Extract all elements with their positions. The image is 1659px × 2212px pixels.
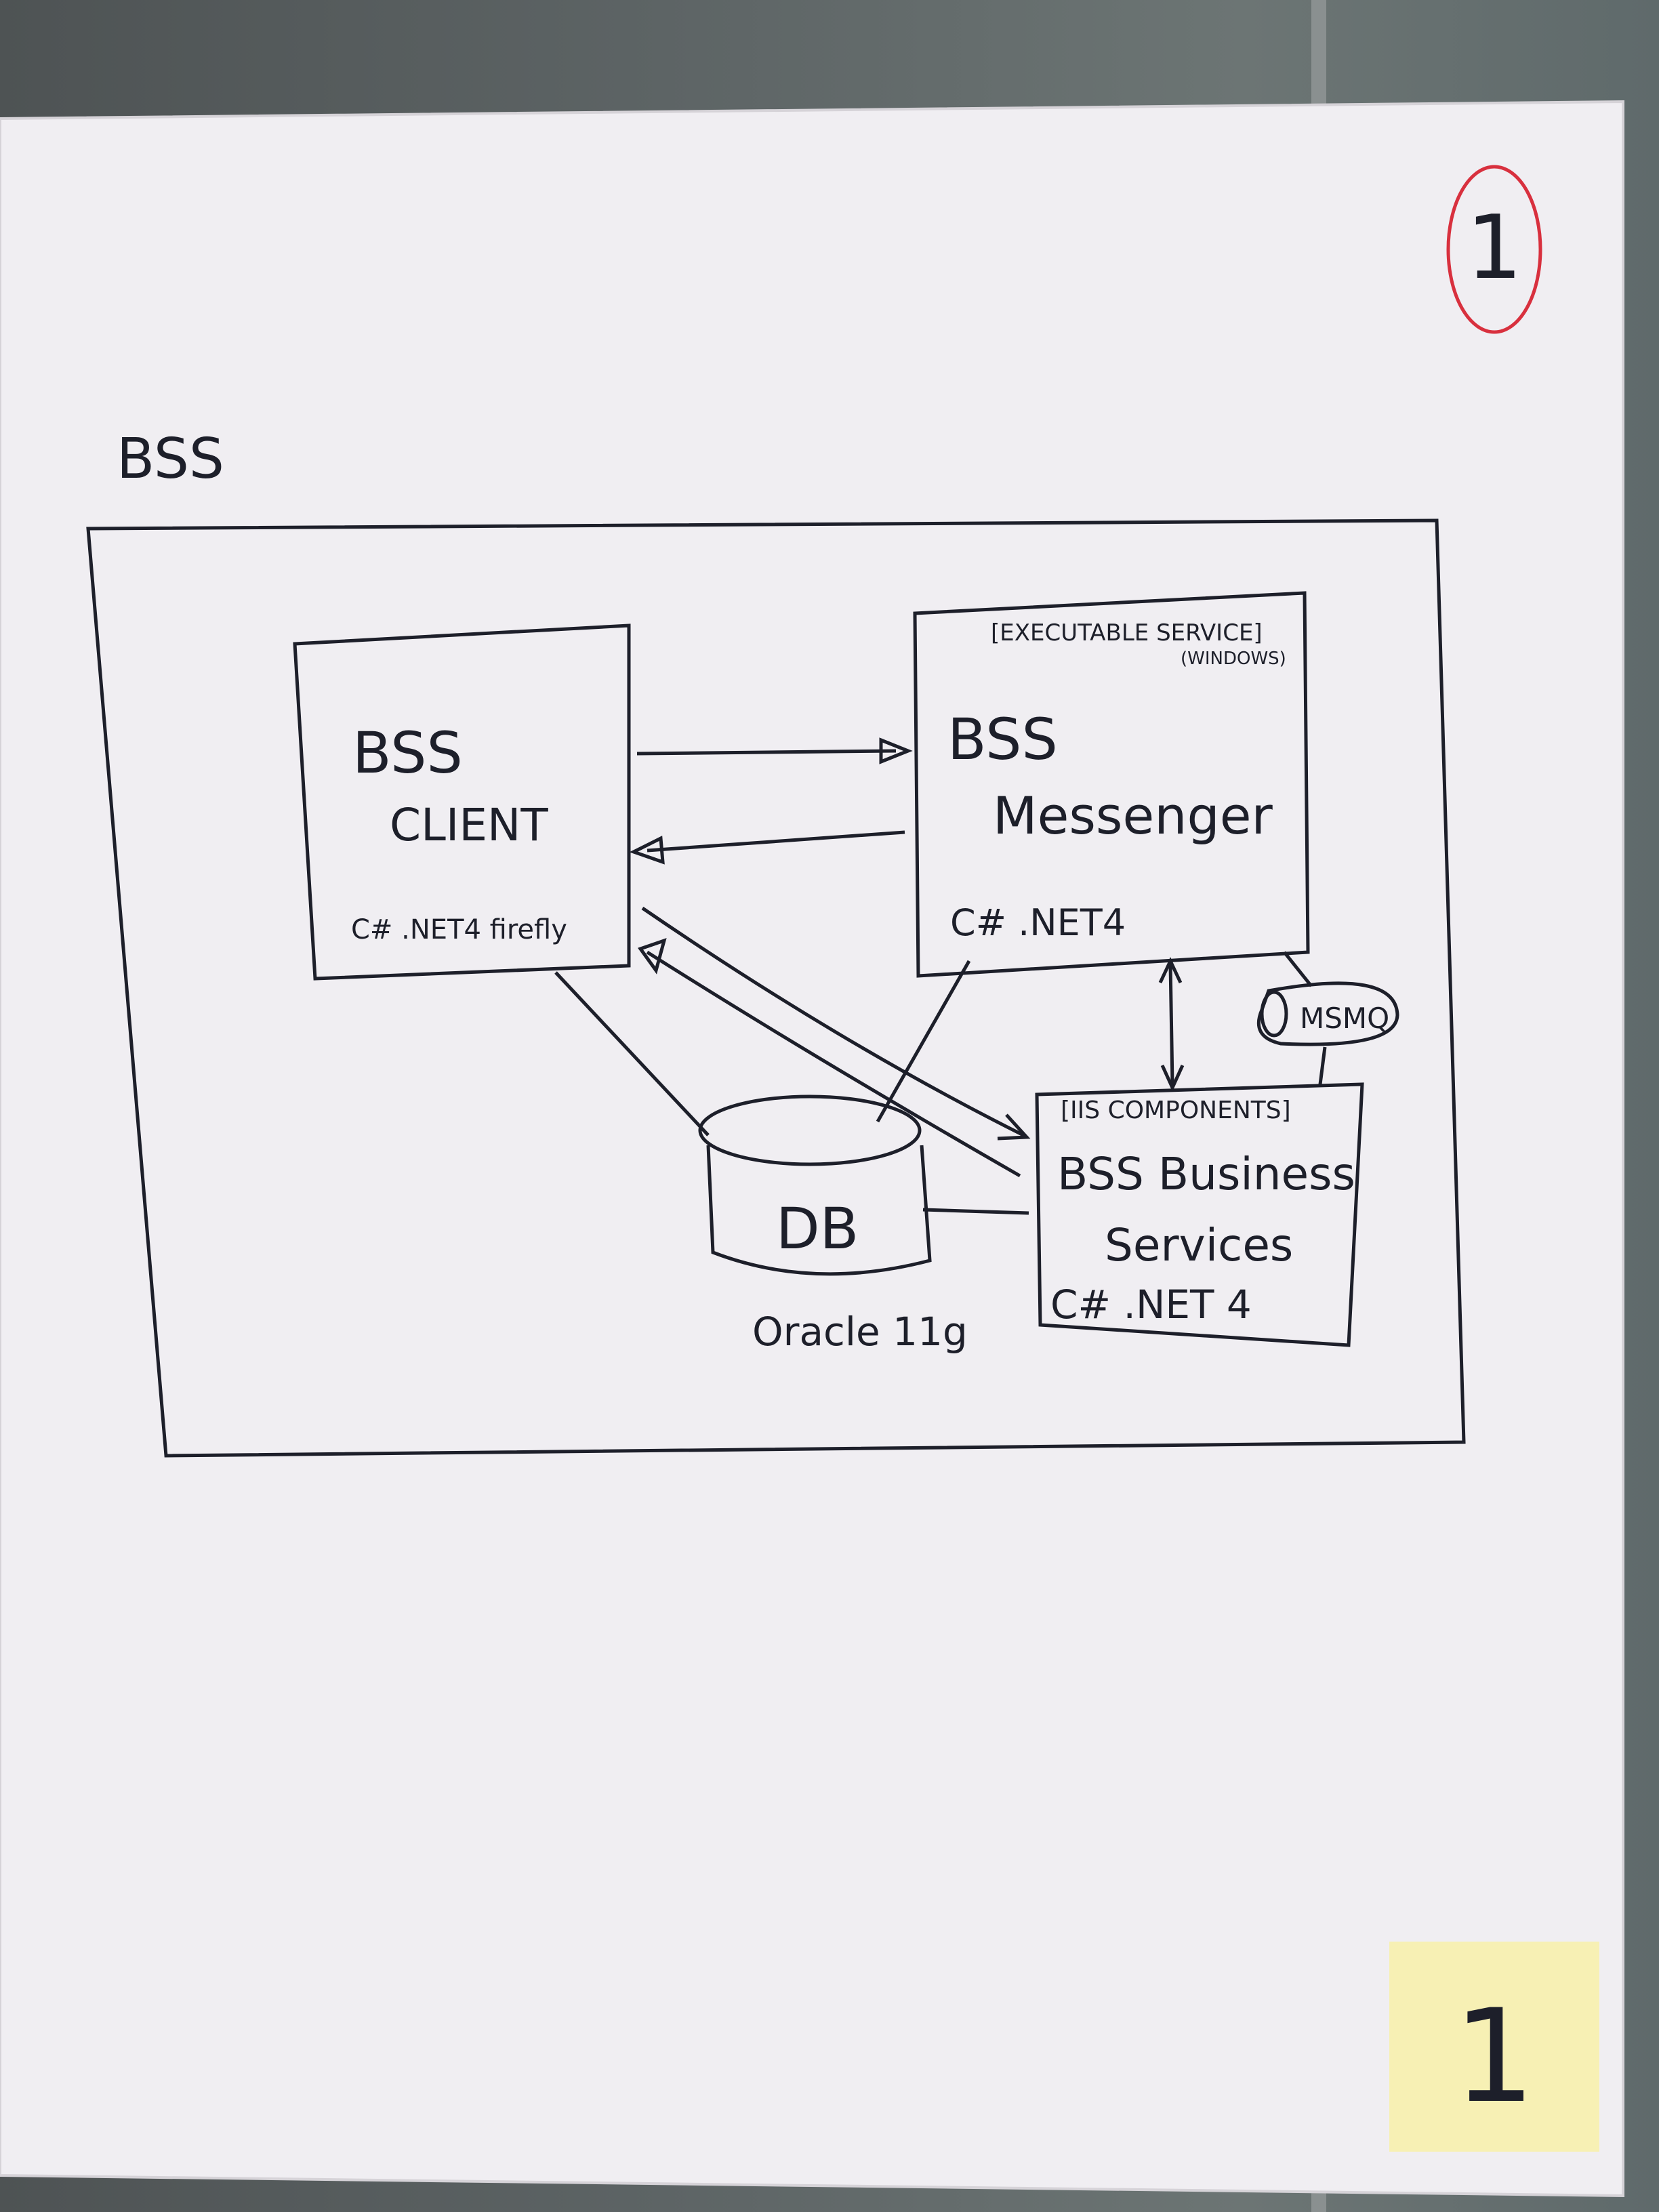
red-circle: [1446, 165, 1542, 334]
paper-sheet: [0, 102, 1623, 2196]
db-to-services-line: [922, 1208, 1029, 1215]
arrowhead-line: [997, 1113, 1031, 1141]
messenger-stereotype-line2: (WINDOWS): [1181, 649, 1286, 669]
messenger-title-line1: BSS: [947, 706, 1058, 773]
messenger-to-db-line: [876, 960, 971, 1123]
arrowhead-line: [1160, 1064, 1185, 1092]
db-product-label: Oracle 11g: [752, 1309, 968, 1355]
queue-label: MSMQ: [1300, 1002, 1389, 1035]
messenger-stereotype-line1: [EXECUTABLE SERVICE]: [991, 619, 1263, 647]
business-services-stereotype: [IIS COMPONENTS]: [1061, 1097, 1291, 1124]
messenger-box: [913, 591, 1310, 978]
database-component: DB Oracle 11g: [698, 1094, 968, 1355]
db-cylinder-body: [706, 1145, 932, 1276]
messenger-title-line2: Messenger: [993, 785, 1273, 846]
page-number: 1: [1467, 196, 1523, 299]
client-tech: C# .NET4 firefly: [351, 914, 567, 945]
client-box: [293, 623, 631, 981]
db-cylinder-top: [698, 1094, 922, 1166]
system-boundary-box: [86, 518, 1466, 1458]
arrowhead-line: [1158, 957, 1183, 984]
client-to-messenger-arrow: [636, 749, 897, 756]
sticky-note-paper: [1389, 1942, 1599, 2152]
bss-messenger-component: [EXECUTABLE SERVICE] (WINDOWS) BSS Messe…: [913, 591, 1310, 978]
business-services-title-line1: BSS Business: [1057, 1148, 1355, 1200]
bss-business-services-component: [IIS COMPONENTS] BSS Business Services C…: [1035, 1082, 1364, 1347]
business-services-title-line2: Services: [1105, 1219, 1293, 1271]
queue-outline: [1257, 981, 1399, 1046]
business-services-box: [1035, 1082, 1364, 1347]
messenger-tech: C# .NET4: [950, 901, 1126, 944]
client-to-db-line: [554, 971, 710, 1136]
services-to-client-arrow: [646, 950, 1021, 1178]
business-services-tech: C# .NET 4: [1050, 1282, 1252, 1328]
page-number-marker: 1: [1446, 165, 1542, 334]
sticky-note-number: 1: [1454, 1982, 1536, 2131]
sticky-note: 1: [1389, 1942, 1599, 2152]
arrowhead-open: [638, 938, 667, 975]
arrowhead-open: [879, 737, 913, 764]
db-label: DB: [776, 1195, 859, 1262]
queue-to-services-line: [1318, 1046, 1327, 1085]
messenger-to-client-arrow: [647, 830, 905, 853]
queue-end-cap: [1260, 990, 1288, 1038]
messenger-to-queue-line: [1283, 951, 1313, 987]
bss-client-component: BSS CLIENT C# .NET4 firefly: [293, 623, 631, 981]
client-title-line1: BSS: [352, 720, 463, 786]
messenger-services-bidirectional-arrow: [1168, 963, 1174, 1085]
msmq-queue: MSMQ: [1257, 951, 1399, 1085]
system-boundary-label: BSS: [117, 427, 224, 491]
arrowhead-open: [629, 836, 665, 865]
client-to-services-arrow: [641, 906, 1025, 1137]
client-title-line2: CLIENT: [390, 799, 548, 851]
